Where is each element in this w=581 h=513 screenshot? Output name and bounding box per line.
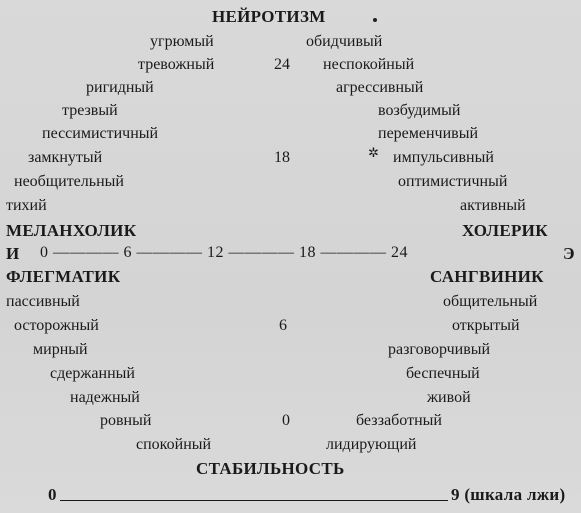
axis-value-6: 6 <box>279 317 287 334</box>
word-lr-4: живой <box>427 389 471 406</box>
word-lr-1: открытый <box>452 317 520 334</box>
axis-letter-left: И <box>6 244 20 263</box>
word-ll-5: ровный <box>100 412 152 429</box>
melancholic-label: МЕЛАНХОЛИК <box>6 221 137 240</box>
word-ul-5: замкнутый <box>28 149 103 166</box>
choleric-label: ХОЛЕРИК <box>462 221 548 240</box>
lie-scale-line <box>60 500 448 501</box>
word-ll-4: надежный <box>70 389 140 406</box>
word-ur-0: обидчивый <box>306 33 383 50</box>
word-ll-2: мирный <box>33 341 88 358</box>
word-ul-4: пессимистичный <box>42 125 159 142</box>
word-ul-6: необщительный <box>14 173 124 190</box>
horizontal-axis-line: 0 ———— 6 ———— 12 ———— 18 ———— 24 <box>40 244 408 261</box>
word-ll-3: сдержанный <box>50 365 135 382</box>
word-ur-2: агрессивный <box>336 79 424 96</box>
word-ur-4: переменчивый <box>378 125 479 142</box>
phlegmatic-label: ФЛЕГМАТИК <box>6 267 121 286</box>
word-lr-0: общительный <box>443 293 538 310</box>
word-lr-3: беспечный <box>406 365 480 382</box>
print-dot <box>373 18 377 22</box>
axis-value-18: 18 <box>274 149 290 166</box>
lie-scale-start: 0 <box>48 485 57 504</box>
word-ur-5: импульсивный <box>393 149 494 166</box>
word-ul-3: трезвый <box>62 102 118 119</box>
axis-value-24: 24 <box>274 56 290 73</box>
word-ur-1: неспокойный <box>323 56 415 73</box>
word-ur-6: оптимистичный <box>398 173 508 190</box>
word-ll-1: осторожный <box>14 317 99 334</box>
word-ur-3: возбудимый <box>378 102 461 119</box>
word-ur-7: активный <box>460 197 526 214</box>
word-ul-2: ригидный <box>86 79 154 96</box>
word-lr-5: беззаботный <box>356 412 442 429</box>
lie-scale-end: 9 (шкала лжи) <box>451 485 566 504</box>
axis-value-0: 0 <box>282 412 290 429</box>
stability-title: СТАБИЛЬНОСТЬ <box>196 459 345 478</box>
word-ul-0: угрюмый <box>150 33 214 50</box>
word-ll-0: пассивный <box>6 293 80 310</box>
word-lr-2: разговорчивый <box>388 341 491 358</box>
word-ll-6: спокойный <box>136 436 212 453</box>
sanguine-label: САНГВИНИК <box>430 267 544 286</box>
axis-letter-right: Э <box>563 244 575 263</box>
print-mark-icon: ✲ <box>368 145 379 160</box>
word-ul-1: тревожный <box>138 56 215 73</box>
word-ul-7: тихий <box>6 197 47 214</box>
neuroticism-title: НЕЙРОТИЗМ <box>212 7 326 26</box>
word-lr-6: лидирующий <box>326 436 417 453</box>
